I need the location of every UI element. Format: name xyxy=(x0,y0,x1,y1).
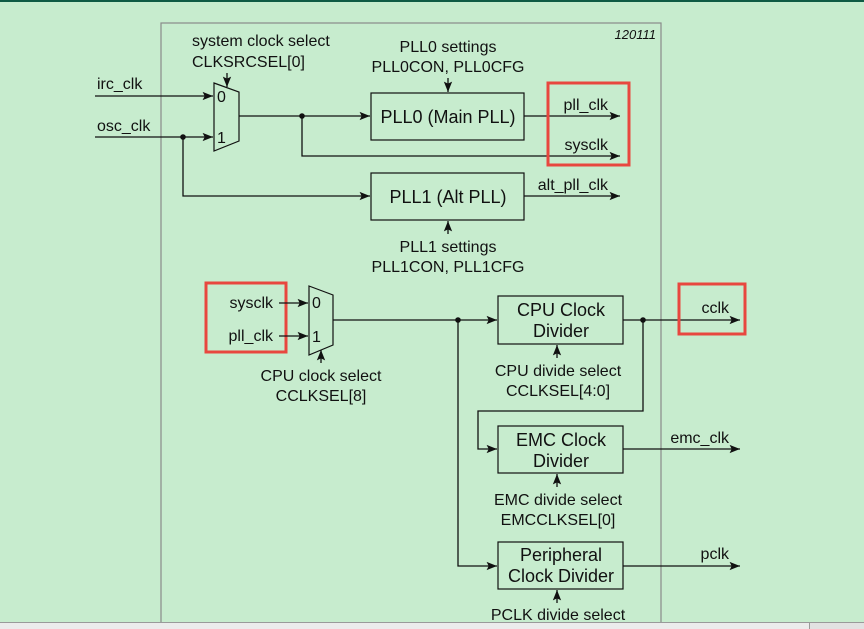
highlight-pll0-outputs xyxy=(546,81,631,167)
cpu-divide-select-line1: CPU divide select xyxy=(495,363,622,380)
cclk-label: cclk xyxy=(701,300,730,317)
osc-clk-label: osc_clk xyxy=(97,118,151,135)
mux1-label-line2: CLKSRCSEL[0] xyxy=(192,54,305,71)
diagram-frame xyxy=(160,22,662,628)
mux2-pll-clk-label: pll_clk xyxy=(229,328,274,345)
scrollbar-corner xyxy=(809,623,864,629)
pll-clk-label: pll_clk xyxy=(564,97,609,114)
pll1-settings-line2: PLL1CON, PLL1CFG xyxy=(372,259,525,276)
figure-id: 120111 xyxy=(615,27,656,42)
peripheral-divider-line1: Peripheral xyxy=(520,545,602,565)
pclk-divide-select-line1: PCLK divide select xyxy=(491,607,626,624)
window-top-border xyxy=(0,0,864,2)
cpu-divider-line2: Divider xyxy=(533,321,589,341)
pclk-label: pclk xyxy=(701,546,730,563)
mux1-input-1: 1 xyxy=(217,130,226,147)
pll1-block-label: PLL1 (Alt PLL) xyxy=(389,187,506,207)
cpu-divide-select-line2: CCLKSEL[4:0] xyxy=(506,383,610,400)
emc-divide-select-line1: EMC divide select xyxy=(494,492,623,509)
mux2-input-1: 1 xyxy=(312,329,321,346)
highlight-cpu-mux-inputs xyxy=(204,281,288,354)
irc-clk-label: irc_clk xyxy=(97,76,143,93)
emc-divide-select-line2: EMCCLKSEL[0] xyxy=(501,512,616,529)
cpu-clock-mux xyxy=(308,285,334,356)
emc-clk-label: emc_clk xyxy=(670,430,730,447)
pll0-settings-line1: PLL0 settings xyxy=(400,39,497,56)
peripheral-divider-line2: Clock Divider xyxy=(508,566,614,586)
cclk-to-emc-wire xyxy=(477,320,644,454)
mux2-label-line2: CCLKSEL[8] xyxy=(276,388,367,405)
mux2-input-0: 0 xyxy=(312,295,321,312)
highlight-cclk-output xyxy=(677,282,747,336)
mux1-input-0: 0 xyxy=(217,89,226,106)
sysclk-wire xyxy=(301,116,620,161)
horizontal-scrollbar[interactable] xyxy=(0,622,864,629)
pll1-settings-line1: PLL1 settings xyxy=(400,239,497,256)
emc-divider-line1: EMC Clock xyxy=(516,430,607,450)
mux2-sysclk-label: sysclk xyxy=(229,295,274,312)
to-peripheral-divider-wire xyxy=(457,320,497,571)
system-clock-mux xyxy=(213,82,240,152)
mux2-label-line1: CPU clock select xyxy=(261,368,382,385)
mux1-label-line1: system clock select xyxy=(192,33,330,50)
alt-pll-clk-label: alt_pll_clk xyxy=(538,177,609,194)
sysclk-label: sysclk xyxy=(564,137,609,154)
pll0-settings-line2: PLL0CON, PLL0CFG xyxy=(372,59,525,76)
cpu-divider-line1: CPU Clock xyxy=(517,300,606,320)
emc-divider-line2: Divider xyxy=(533,451,589,471)
osc-to-pll1-wire xyxy=(182,137,370,201)
pll0-block-label: PLL0 (Main PLL) xyxy=(380,107,515,127)
